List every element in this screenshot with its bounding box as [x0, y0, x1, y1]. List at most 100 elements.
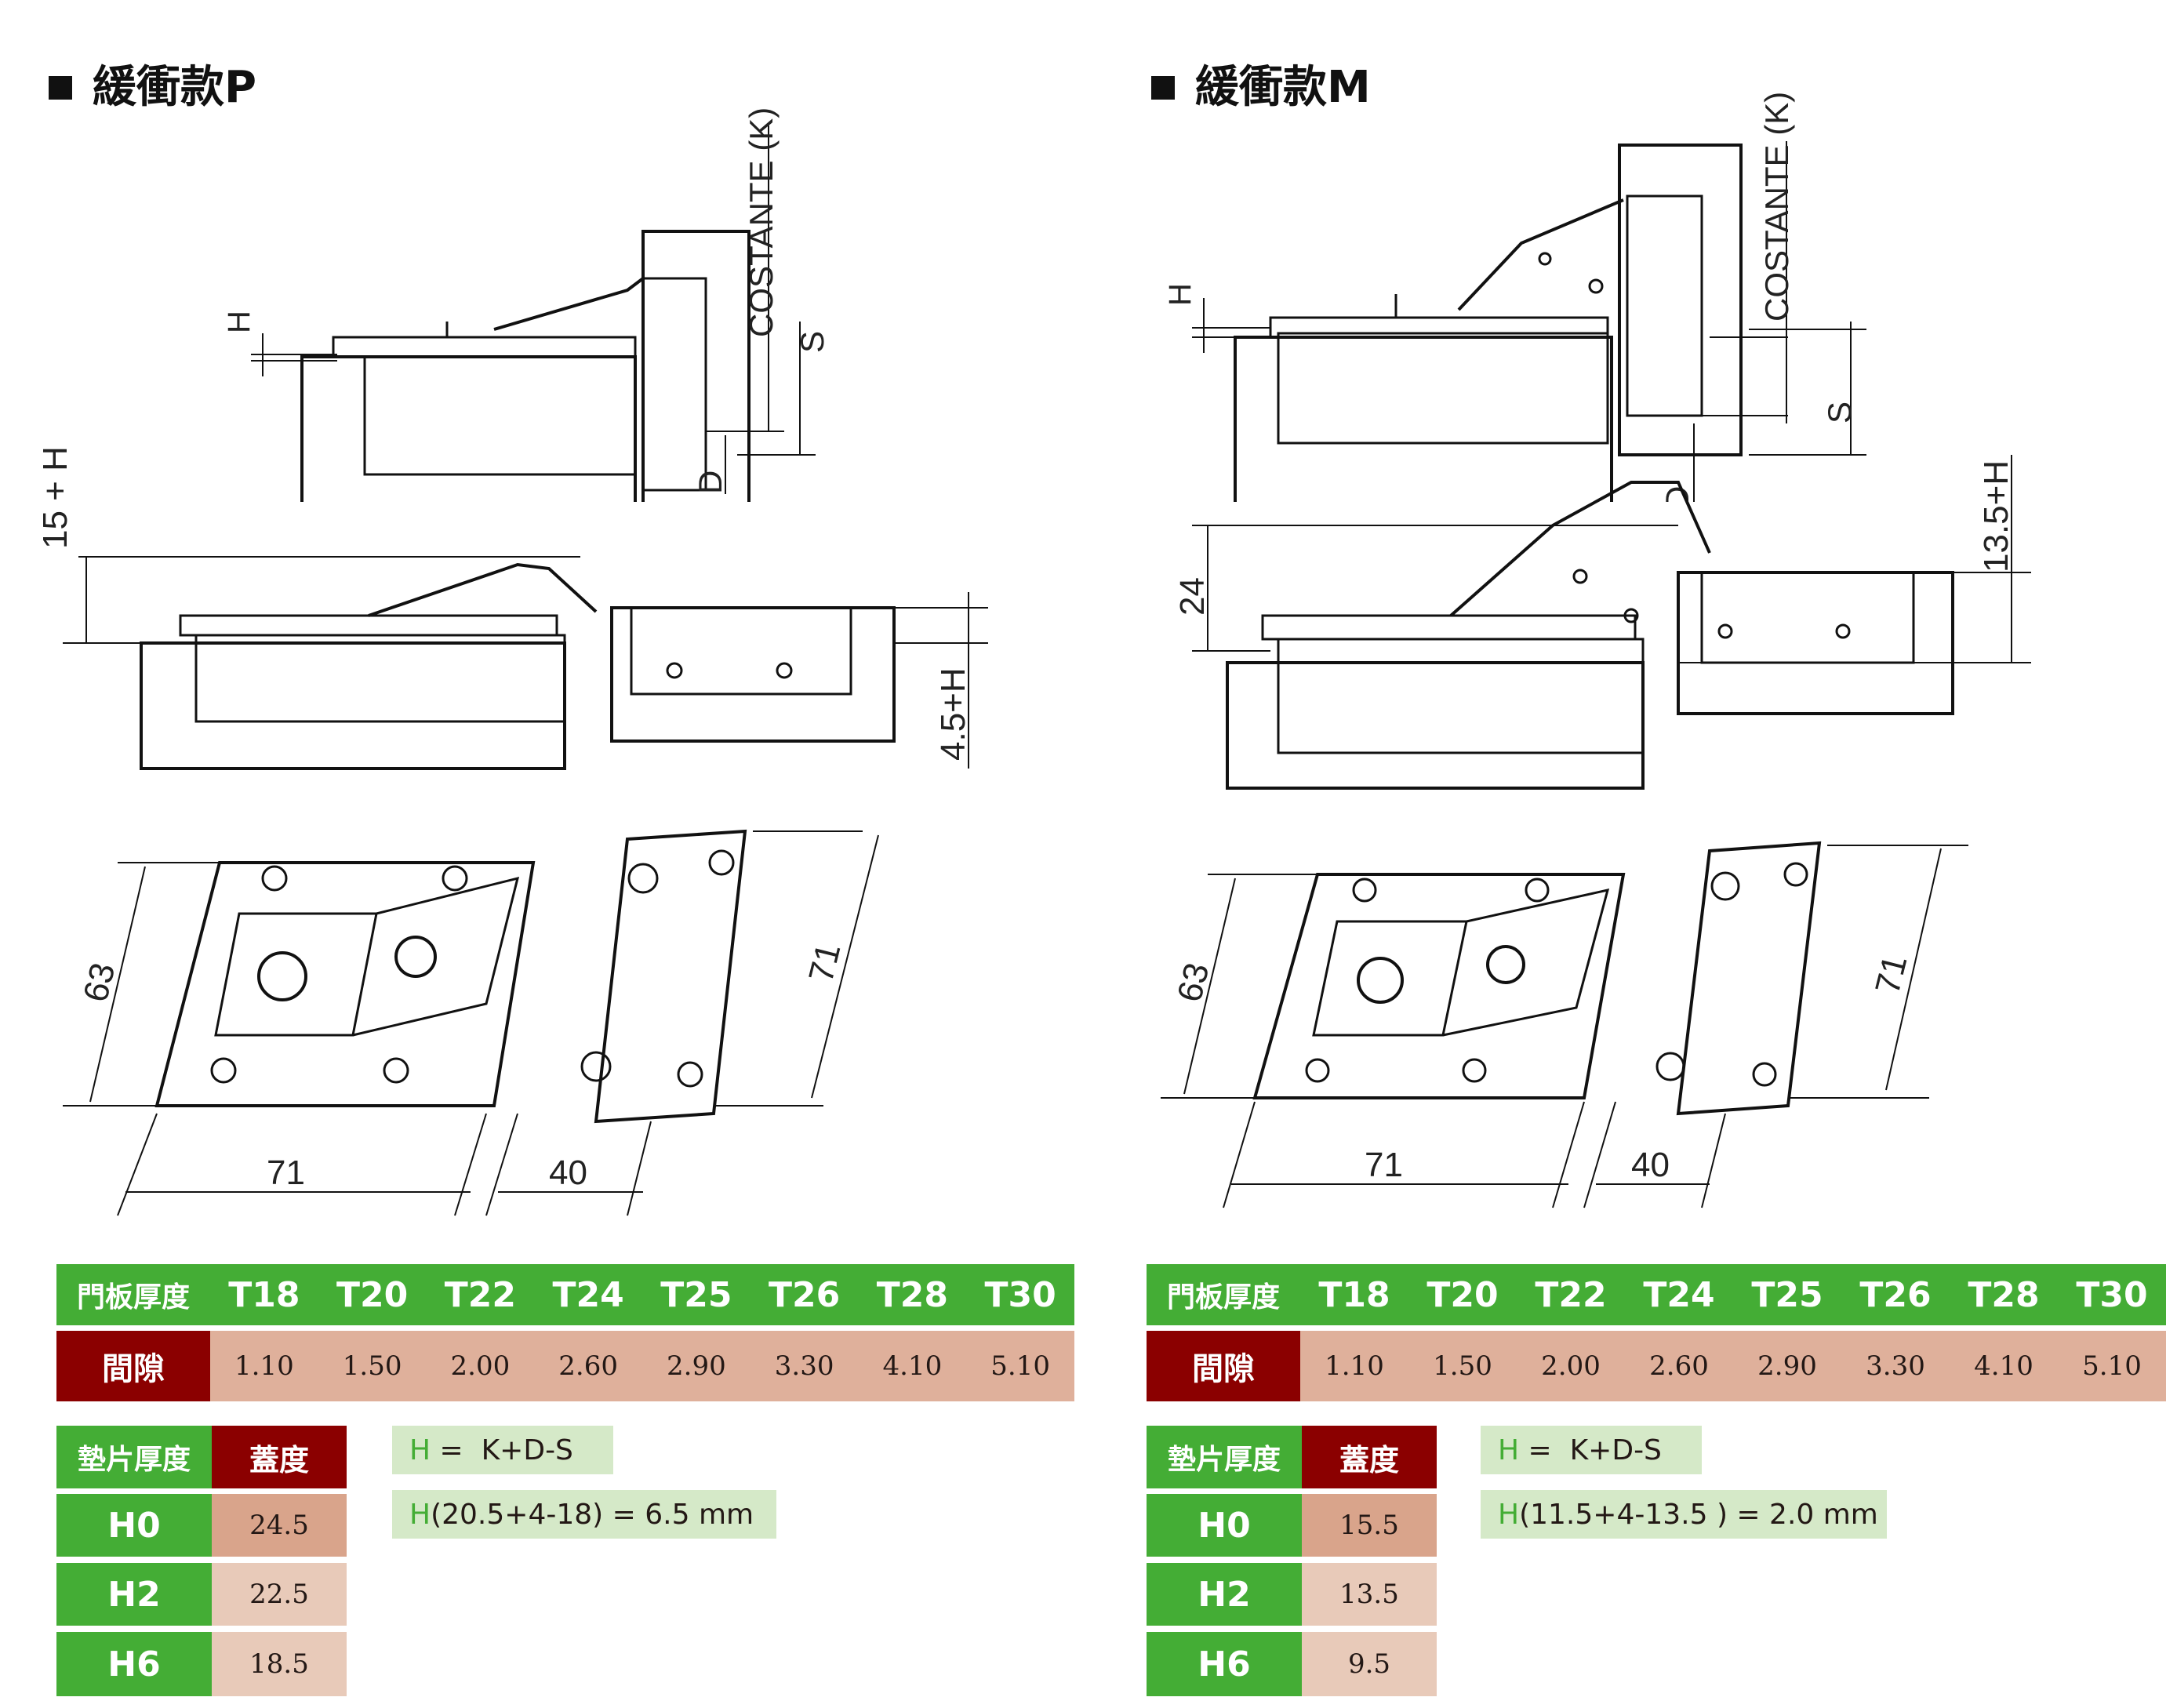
gap-table-p: 門板厚度 T18 T20 T22 T24 T25 T26 T28 T30 間隙 … [56, 1264, 1074, 1401]
gap-value: 1.50 [1408, 1331, 1517, 1401]
gap-value: 2.00 [426, 1331, 535, 1401]
example-text: (20.5+4-18) = 6.5 mm [431, 1498, 754, 1531]
dim-label-71-vertical: 71 [801, 939, 848, 986]
header-door-thickness: 門板厚度 [1147, 1264, 1300, 1325]
shim-label: H0 [1147, 1494, 1302, 1557]
hinge-perspective-view-m: 63 71 71 40 [1161, 841, 1968, 1208]
header-thickness: T28 [1950, 1264, 2058, 1325]
shim-label: H6 [56, 1632, 212, 1696]
header-thickness: T24 [534, 1264, 642, 1325]
dim-label-71: 71 [1365, 1146, 1403, 1184]
bullet-square-icon [1151, 76, 1175, 100]
header-thickness: T20 [1408, 1264, 1517, 1325]
gap-table-m: 門板厚度 T18 T20 T22 T24 T25 T26 T28 T30 間隙 … [1147, 1264, 2166, 1401]
header-thickness: T30 [2058, 1264, 2166, 1325]
hinge-open-side-view-m: 24 13.5+H [1173, 455, 2031, 790]
gap-value: 1.50 [318, 1331, 427, 1401]
overlay-value: 18.5 [212, 1632, 347, 1696]
shim-label: H6 [1147, 1632, 1302, 1696]
overlay-value: 15.5 [1302, 1494, 1437, 1557]
shim-table-header: 墊片厚度 蓋度 [56, 1426, 347, 1488]
cabinet-side-panel [1226, 661, 1645, 790]
formula-h: H [1498, 1434, 1520, 1466]
example-box-p: H(20.5+4-18) = 6.5 mm [392, 1490, 776, 1539]
dim-label-costante: COSTANTE (K) [743, 107, 780, 337]
row-label-gap: 間隙 [1147, 1331, 1300, 1401]
shim-label: H0 [56, 1494, 212, 1557]
header-thickness: T22 [1517, 1264, 1625, 1325]
formula-box-p: H = K+D-S [392, 1426, 613, 1474]
hinge-cup-plate [1676, 841, 1822, 1116]
dim-label-opening: 15 + H [36, 446, 75, 549]
gap-value: 2.90 [1733, 1331, 1841, 1401]
dim-label-63: 63 [1170, 959, 1216, 1005]
dim-label-h: H [222, 311, 256, 333]
overlay-value: 22.5 [212, 1563, 347, 1626]
door-panel [1618, 144, 1743, 456]
gap-value: 5.10 [2058, 1331, 2166, 1401]
header-thickness: T18 [1300, 1264, 1408, 1325]
header-thickness: T20 [318, 1264, 427, 1325]
dim-label-overlay: 13.5+H [1977, 460, 2015, 572]
header-thickness: T26 [1841, 1264, 1950, 1325]
dim-label-71: 71 [267, 1154, 305, 1192]
header-overlay: 蓋度 [1302, 1426, 1437, 1488]
formula-h: H [409, 1434, 431, 1466]
hinge-open-side-view-p: 15 + H 4.5+H [36, 446, 988, 770]
shim-table-m: 墊片厚度 蓋度 H0 15.5 H2 13.5 H6 9.5 [1147, 1426, 1437, 1700]
dim-label-63: 63 [76, 959, 122, 1005]
cabinet-side-panel [140, 641, 566, 770]
header-thickness: T25 [1733, 1264, 1841, 1325]
formula-text: = K+D-S [1519, 1434, 1662, 1466]
gap-value: 4.10 [1950, 1331, 2058, 1401]
header-shim-thickness: 墊片厚度 [56, 1426, 212, 1488]
gap-table-row: 間隙 1.10 1.50 2.00 2.60 2.90 3.30 4.10 5.… [56, 1331, 1074, 1401]
dim-label-costante: COSTANTE (K) [1758, 92, 1795, 322]
hinge-closed-side-view-m: H COSTANTE (K) S D [1163, 92, 1866, 502]
dim-label-40: 40 [1631, 1146, 1670, 1184]
dim-label-40: 40 [549, 1154, 587, 1192]
bullet-square-icon [49, 76, 72, 100]
formula-box-m: H = K+D-S [1481, 1426, 1702, 1474]
overlay-value: 13.5 [1302, 1563, 1437, 1626]
formula-text: = K+D-S [431, 1434, 573, 1466]
gap-value: 2.90 [642, 1331, 751, 1401]
gap-value: 4.10 [858, 1331, 967, 1401]
hinge-cup-plate [594, 829, 747, 1124]
hinge-base-plate [1252, 873, 1626, 1099]
dim-label-71-vertical: 71 [1868, 951, 1914, 998]
gap-value: 2.00 [1517, 1331, 1625, 1401]
example-h: H [1498, 1498, 1520, 1531]
shim-table-row: H0 15.5 [1147, 1494, 1437, 1557]
overlay-value: 9.5 [1302, 1632, 1437, 1696]
shim-label: H2 [1147, 1563, 1302, 1626]
example-box-m: H(11.5+4-13.5 ) = 2.0 mm [1481, 1490, 1887, 1539]
gap-table-header: 門板厚度 T18 T20 T22 T24 T25 T26 T28 T30 [1147, 1264, 2166, 1325]
gap-table-row: 間隙 1.10 1.50 2.00 2.60 2.90 3.30 4.10 5.… [1147, 1331, 2166, 1401]
dim-label-overlay: 4.5+H [934, 667, 972, 761]
header-thickness: T26 [750, 1264, 859, 1325]
header-shim-thickness: 墊片厚度 [1147, 1426, 1302, 1488]
shim-table-row: H6 18.5 [56, 1632, 347, 1696]
example-h: H [409, 1498, 431, 1531]
door-panel [1677, 571, 1954, 715]
shim-table-p: 墊片厚度 蓋度 H0 24.5 H2 22.5 H6 18.5 [56, 1426, 347, 1700]
section-title-text: 緩衝款M [1195, 62, 1371, 113]
shim-table-row: H6 9.5 [1147, 1632, 1437, 1696]
section-title-text: 緩衝款P [93, 62, 257, 113]
gap-value: 3.30 [750, 1331, 859, 1401]
hinge-base-plate [154, 861, 536, 1107]
header-thickness: T28 [858, 1264, 967, 1325]
header-thickness: T18 [210, 1264, 318, 1325]
header-thickness: T25 [642, 1264, 751, 1325]
shim-table-header: 墊片厚度 蓋度 [1147, 1426, 1437, 1488]
dim-label-d: D [692, 471, 729, 494]
hinge-closed-side-view-p: H COSTANTE (K) S D [222, 107, 830, 502]
gap-value: 1.10 [210, 1331, 318, 1401]
header-overlay: 蓋度 [212, 1426, 347, 1488]
shim-label: H2 [56, 1563, 212, 1626]
dim-label-s: S [794, 331, 830, 353]
dim-label-opening: 24 [1173, 577, 1212, 616]
shim-table-row: H2 13.5 [1147, 1563, 1437, 1626]
gap-value: 1.10 [1300, 1331, 1408, 1401]
